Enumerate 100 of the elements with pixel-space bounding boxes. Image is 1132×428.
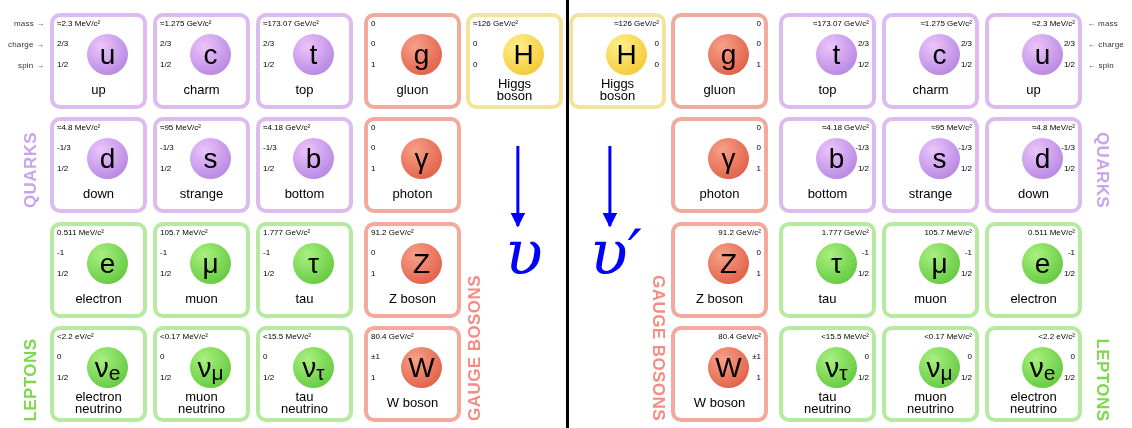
- mass-value: ≈4.18 GeV/c²: [821, 123, 869, 133]
- particle-name: W boson: [386, 396, 439, 409]
- particle-card: [256, 222, 353, 318]
- charge-value: 0: [967, 352, 972, 362]
- particle-name: down: [1017, 187, 1050, 200]
- charge-value: 0: [473, 39, 478, 49]
- mass-value: ≈173.07 GeV/c²: [813, 19, 869, 29]
- mass-value: ≈4.8 MeV/c²: [1031, 123, 1075, 133]
- particle-symbol: u: [87, 34, 128, 75]
- mass-value: 0: [756, 123, 761, 133]
- charge-value: 0: [864, 352, 869, 362]
- charge-value: 0: [371, 143, 376, 153]
- charge-value: -1/3: [263, 143, 277, 153]
- particle-symbol: s: [190, 138, 231, 179]
- particle-name: top: [295, 83, 314, 96]
- particle-name: photon: [699, 187, 740, 200]
- row-label: ← charge: [1087, 41, 1124, 49]
- spin-value: 1/2: [857, 60, 869, 70]
- mass-value: 80.4 GeV/c²: [718, 332, 761, 342]
- spin-value: 1/2: [960, 60, 972, 70]
- particle-symbol: c: [919, 34, 960, 75]
- particle-symbol: g: [708, 34, 749, 75]
- symbol-text: υ: [505, 222, 543, 284]
- spin-value: 1/2: [263, 164, 275, 174]
- charge-value: -1: [160, 248, 168, 258]
- mass-value: ≈2.3 MeV/c²: [57, 19, 101, 29]
- charge-value: 2/3: [160, 39, 172, 49]
- particle-name: electron: [75, 292, 122, 305]
- particle-symbol: t: [293, 34, 334, 75]
- particle-card: [364, 117, 461, 213]
- particle-name: muon: [185, 292, 218, 305]
- particle-card: [985, 13, 1082, 109]
- symbol-text: υ′: [590, 222, 642, 284]
- particle-card: [364, 326, 461, 422]
- mass-value: ≈173.07 GeV/c²: [263, 19, 319, 29]
- particle-name: Higgs boson: [598, 77, 637, 102]
- particle-name: charm: [912, 83, 949, 96]
- particle-card: [779, 13, 876, 109]
- particle-symbol: γ: [708, 138, 749, 179]
- particle-card: [985, 117, 1082, 213]
- charge-value: -1: [861, 248, 869, 258]
- group-label: QUARKS: [1093, 131, 1111, 209]
- spin-value: 1/2: [263, 60, 275, 70]
- mass-value: <15.5 MeV/c²: [821, 332, 869, 342]
- particle-symbol: ν$_{τ}$: [293, 347, 334, 388]
- spin-value: 1: [371, 164, 376, 174]
- group-label: LEPTONS: [21, 338, 39, 422]
- particle-card: [985, 222, 1082, 318]
- particle-card: [256, 13, 353, 109]
- arrow: [602, 146, 618, 228]
- mass-value: 105.7 MeV/c²: [160, 228, 208, 238]
- spin-value: 1/2: [160, 164, 172, 174]
- charge-value: 0: [263, 352, 268, 362]
- particle-symbol: g: [401, 34, 442, 75]
- particle-name: top: [818, 83, 837, 96]
- mass-value: <0.17 MeV/c²: [160, 332, 208, 342]
- spin-value: 1/2: [160, 60, 172, 70]
- mass-value: 0: [371, 123, 376, 133]
- particle-card: [882, 326, 979, 422]
- particle-name: electron neutrino: [1009, 390, 1058, 415]
- particle-name: down: [82, 187, 115, 200]
- charge-value: 0: [160, 352, 165, 362]
- spin-value: 0: [654, 60, 659, 70]
- spin-value: 1: [756, 373, 761, 383]
- mass-value: 0.511 MeV/c²: [1028, 228, 1075, 238]
- particle-card: [671, 326, 768, 422]
- particle-name: electron: [1010, 292, 1057, 305]
- mass-value: <2.2 eV/c²: [57, 332, 94, 342]
- particle-symbol: W: [401, 347, 442, 388]
- group-label: LEPTONS: [1093, 338, 1111, 422]
- particle-card: [153, 13, 250, 109]
- particle-name: Higgs boson: [495, 77, 534, 102]
- spin-value: 1/2: [857, 164, 869, 174]
- particle-name: gluon: [396, 83, 429, 96]
- particle-card: [364, 13, 461, 109]
- group-label: GAUGE BOSONS: [649, 275, 667, 421]
- mass-value: <0.17 MeV/c²: [924, 332, 972, 342]
- particle-name: tau neutrino: [280, 390, 329, 415]
- particle-card: [256, 117, 353, 213]
- mass-value: 0: [756, 19, 761, 29]
- particle-name: up: [91, 83, 106, 96]
- charge-value: -1: [57, 248, 65, 258]
- spin-value: 1/2: [1063, 269, 1075, 279]
- spin-value: 1/2: [57, 164, 69, 174]
- spin-value: 1/2: [960, 164, 972, 174]
- charge-value: -1/3: [160, 143, 174, 153]
- particle-symbol: u: [1022, 34, 1063, 75]
- particle-symbol: t: [816, 34, 857, 75]
- particle-symbol: ν$_{e}$: [1022, 347, 1063, 388]
- charge-value: 0: [57, 352, 62, 362]
- charge-value: -1/3: [855, 143, 869, 153]
- charge-value: 0: [654, 39, 659, 49]
- charge-value: 2/3: [57, 39, 69, 49]
- mass-value: 105.7 MeV/c²: [924, 228, 972, 238]
- charge-value: 0: [371, 39, 376, 49]
- particle-card: [671, 13, 768, 109]
- spin-value: 1/2: [160, 269, 172, 279]
- particle-name: Z boson: [696, 292, 743, 305]
- mass-value: ≈1.275 GeV/c²: [160, 19, 212, 29]
- particle-card: [569, 13, 666, 109]
